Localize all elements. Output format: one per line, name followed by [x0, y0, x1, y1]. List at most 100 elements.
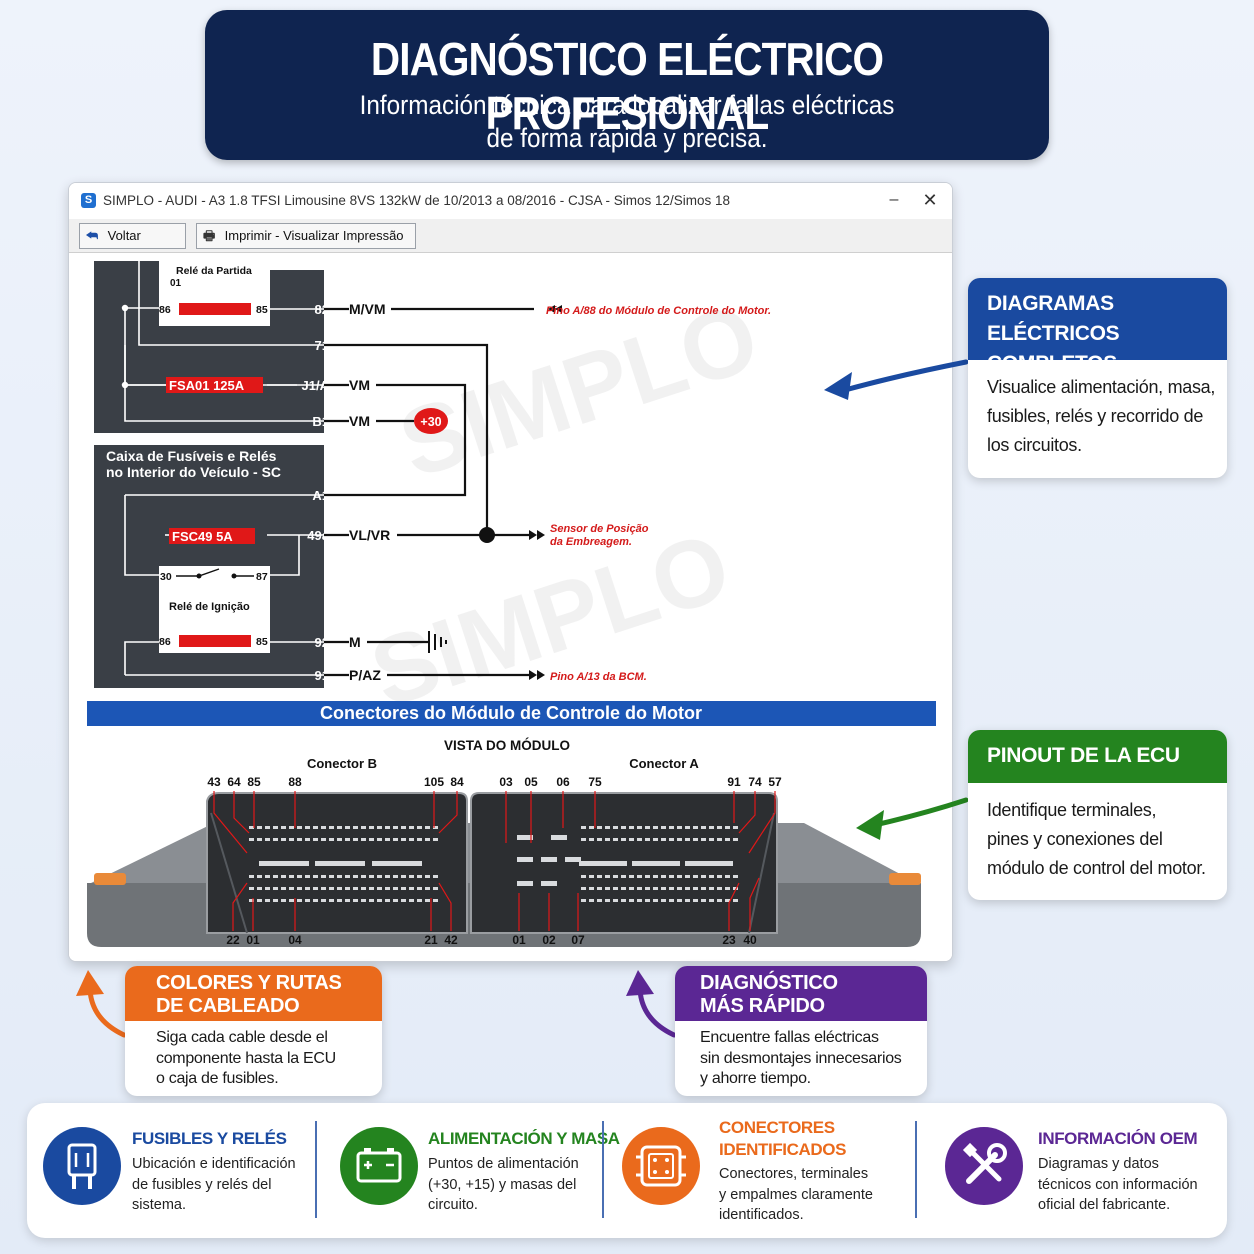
pin-slot [289, 838, 294, 841]
pin-slot [361, 826, 366, 829]
pin-label-bottom: 42 [444, 933, 458, 947]
pin-slot [677, 899, 682, 902]
pin-slot [613, 887, 618, 890]
pin-slot [385, 826, 390, 829]
rele-partida-label: Relé da Partida [176, 265, 252, 277]
close-button[interactable]: ✕ [922, 190, 938, 210]
pin-slot [345, 899, 350, 902]
pin-slot [733, 875, 738, 878]
pin-slot [725, 875, 730, 878]
feature-oem-line-2: técnicos con información [1038, 1176, 1198, 1193]
pin-slot [637, 838, 642, 841]
callout-diagramas-line-2: fusibles, relés y recorrido de [987, 406, 1204, 426]
pin-slot [265, 826, 270, 829]
banner-title: DIAGNÓSTICO ELÉCTRICO PROFESIONAL [370, 33, 884, 139]
callout-diagnostico-title-2: MÁS RÁPIDO [700, 995, 825, 1017]
feature-oem-title: INFORMACIÓN OEM [1038, 1129, 1198, 1148]
feature-alimentacion-line-1: Puntos de alimentación [428, 1156, 579, 1172]
callout-diagnostico-title-1: DIAGNÓSTICO [700, 972, 838, 994]
pin-slot [733, 887, 738, 890]
pin-slot [369, 826, 374, 829]
rele-partida-num: 01 [170, 278, 182, 289]
pin-slot [313, 838, 318, 841]
document-view[interactable]: SIMPLO SIMPLO Relé da Partida 01 86 85 [69, 253, 952, 961]
pin-slot [297, 838, 302, 841]
pin-slot [637, 887, 642, 890]
features-bar: FUSIBLES Y RELÉS Ubicación e identificac… [27, 1103, 1227, 1238]
pin-slot [321, 887, 326, 890]
pin-slot [313, 826, 318, 829]
callout-diagnostico: DIAGNÓSTICO MÁS RÁPIDO Encuentre fallas … [675, 966, 927, 1096]
pin-slot [353, 887, 358, 890]
pin-slot [329, 838, 334, 841]
pin-slot [257, 887, 262, 890]
pin-slot [345, 826, 350, 829]
rele-ignicao-label: Relé de Ignição [169, 601, 250, 613]
pin-slot [337, 826, 342, 829]
wiring-diagram: SIMPLO SIMPLO Relé da Partida 01 86 85 [87, 261, 936, 947]
pin-85-b: 85 [256, 636, 268, 648]
pin-slot [621, 899, 626, 902]
back-button[interactable]: ⮪ Voltar [79, 223, 186, 249]
pin-slot [433, 826, 438, 829]
pin-slot [725, 826, 730, 829]
pin-slot [709, 899, 714, 902]
pin-slot [589, 887, 594, 890]
pin-label-top: 74 [748, 775, 762, 789]
wire-vm-1: VM [349, 377, 370, 393]
terminal-92: 92 [315, 635, 329, 650]
rele-partida-box [159, 261, 270, 326]
connector-b-label: Conector B [307, 756, 377, 771]
pin-slot [417, 826, 422, 829]
pin-slot [265, 875, 270, 878]
feature-fusibles-line-3: sistema. [132, 1197, 186, 1213]
pin-slot [393, 899, 398, 902]
pin-slot [733, 899, 738, 902]
pin-slot [321, 838, 326, 841]
pin-slot [669, 887, 674, 890]
connectors-section-title: Conectores do Módulo de Controle do Moto… [320, 703, 702, 723]
app-logo-icon: S [81, 193, 96, 208]
pin-slot [249, 838, 254, 841]
pin-slot [385, 899, 390, 902]
pin-slot [717, 887, 722, 890]
pin-label-bottom: 02 [542, 933, 556, 947]
pin-slot [377, 887, 382, 890]
print-preview-button[interactable]: 🖶 Imprimir - Visualizar Impressão [196, 223, 416, 249]
pin-slot [353, 826, 358, 829]
terminal-82: 82 [315, 302, 329, 317]
connectors-section-bar [87, 701, 936, 726]
app-window: S SIMPLO - AUDI - A3 1.8 TFSI Limousine … [68, 182, 953, 962]
feature-fusibles-line-1: Ubicación e identificación [132, 1156, 296, 1172]
pin-slot [701, 899, 706, 902]
pin-slot [313, 899, 318, 902]
pin-slot [433, 838, 438, 841]
pin-slot [613, 826, 618, 829]
callout-colores-title-2: DE CABLEADO [156, 995, 300, 1017]
rele-partida-coil [179, 303, 251, 315]
pin-86-a: 86 [159, 304, 171, 316]
pin-label-top: 03 [499, 775, 513, 789]
pin-slot [677, 838, 682, 841]
pin-slot [653, 838, 658, 841]
pin-slot [417, 838, 422, 841]
pin-slot [717, 838, 722, 841]
minimize-button[interactable]: – [889, 191, 899, 208]
pin-slot [637, 875, 642, 878]
pin-slot [257, 899, 262, 902]
tools-icon [945, 1127, 1023, 1205]
wire-paz: P/AZ [349, 667, 381, 683]
toolbar: ⮪ Voltar 🖶 Imprimir - Visualizar Impress… [69, 219, 952, 253]
feature-conectores-line-2: y empalmes claramente [719, 1186, 873, 1203]
callout-diagramas-line-1: Visualice alimentación, masa, [987, 377, 1216, 397]
pin-slot [653, 826, 658, 829]
pin-slot [685, 838, 690, 841]
pin-slot [361, 887, 366, 890]
pin-slot [685, 826, 690, 829]
pin-87: 87 [256, 571, 268, 583]
pin-slot [653, 887, 658, 890]
wire-vlvr: VL/VR [349, 527, 390, 543]
pin-slot [372, 861, 422, 866]
pin-slot [409, 826, 414, 829]
pin-slot [393, 887, 398, 890]
